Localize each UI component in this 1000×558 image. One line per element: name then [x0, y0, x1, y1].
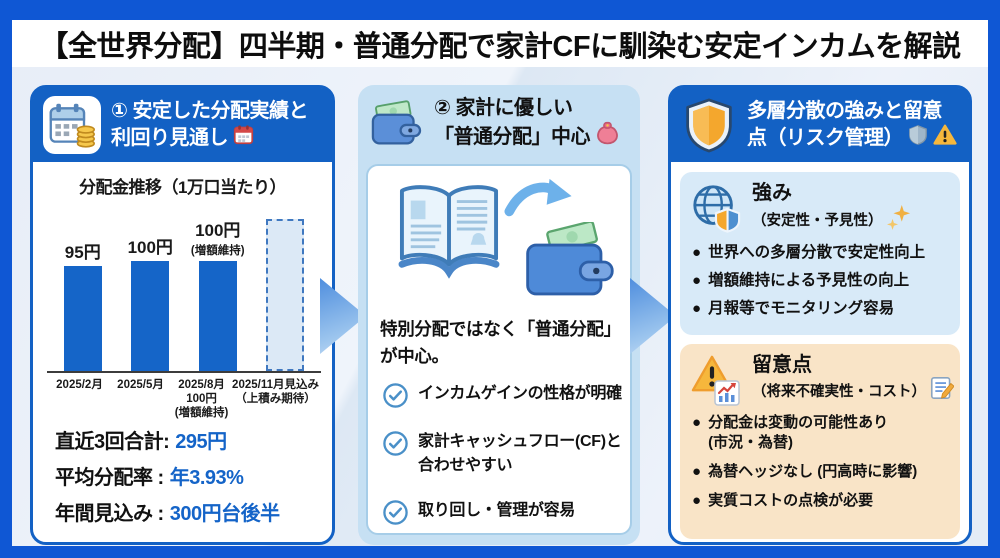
cautions-titles: 留意点 （将来不確実性・コスト） [752, 354, 955, 407]
x-label-may: 2025/5月 [117, 379, 164, 391]
bar-group-aug: 100円 (増額維持) [184, 216, 252, 371]
content-area: 【全世界分配】四半期・普通分配で家計CFに馴染む安定インカムを解説 [12, 20, 988, 546]
panel3-title-line2: 点（リスク管理） [747, 127, 904, 149]
globe-shield-icon [690, 182, 742, 234]
book-to-wallet-graphic [368, 176, 630, 308]
bar-2025-11-forecast [266, 219, 305, 371]
page-title: 【全世界分配】四半期・普通分配で家計CFに馴染む安定インカムを解説 [39, 30, 961, 63]
panel2-title: ② 家計に優しい 「普通分配」中心 [434, 95, 620, 152]
x-label-nov: 2025/11月見込み （上積み期待） [232, 379, 319, 405]
warning-icon [933, 124, 957, 153]
strengths-titles: 強み （安定性・予見性） [752, 182, 911, 237]
cautions-title: 留意点 [752, 354, 812, 376]
panel2-main-text: 特別分配ではなく「普通分配」が中心。 [380, 319, 621, 366]
bar-value-sublabel: (増額維持) [190, 245, 245, 257]
checklist-item: インカムゲインの性格が明確 [382, 382, 628, 409]
cautions-bullets: ●分配金は変動の可能性あり (市況・為替) ●為替ヘッジなし (円高時に影響) … [680, 409, 960, 511]
cautions-subtitle: （将来不確実性・コスト） [752, 376, 955, 407]
memo-icon [930, 376, 955, 407]
bar-group-feb: 95円 [49, 238, 117, 371]
panel1-title: ① 安定した分配実績と 利回り見通し [111, 98, 309, 152]
check-icon [383, 431, 408, 456]
panel-risk-management: 多層分散の強みと留意 点（リスク管理） [668, 85, 972, 545]
strengths-subtitle: （安定性・予見性） [752, 204, 911, 237]
chart-x-labels: 2025/2月 2025/5月 2025/8月 100円 (増額維持) 2025… [49, 378, 319, 420]
curved-arrow-icon [504, 176, 574, 227]
bar-2025-08 [198, 261, 237, 371]
panel2-header: ② 家計に優しい 「普通分配」中心 [358, 85, 640, 162]
mini-calendar-icon [233, 124, 254, 152]
panel2-title-line1: ② 家計に優しい [434, 97, 573, 119]
panel3-header: 多層分散の強みと留意 点（リスク管理） [671, 88, 969, 162]
x-label-aug: 2025/8月 100円 (増額維持) [174, 379, 229, 419]
chart-title: 分配金推移（1万口当たり） [79, 178, 286, 197]
panel1-title-line2: 利回り見通し [111, 127, 229, 149]
wallet-money-icon [522, 220, 616, 307]
calendar-coins-icon [43, 96, 101, 154]
panel1-header: ① 安定した分配実績と 利回り見通し [33, 88, 332, 162]
x-label-feb: 2025/2月 [56, 379, 103, 391]
mini-shield-icon [908, 124, 928, 153]
distribution-stats: 直近3回合計:295円 平均分配率 :年3.93% 年間見込み :300円台後半 [55, 425, 280, 526]
strength-item: ●月報等でモニタリング容易 [692, 300, 895, 317]
checklist-item: 取り回し・管理が容易 [382, 499, 628, 526]
strength-item: ●増額維持による予見性の向上 [692, 272, 910, 289]
bar-value-label: 100円 [195, 221, 241, 240]
caution-item: ●分配金は変動の可能性あり (市況・為替) [692, 414, 889, 451]
bar-group-nov-forecast [252, 219, 320, 371]
chart-up-icon [714, 380, 740, 406]
purse-icon [595, 121, 620, 152]
warning-chart-icon [690, 354, 742, 406]
bar-2025-05 [131, 261, 170, 371]
panel2-title-line2: 「普通分配」中心 [434, 125, 591, 148]
panel-distribution-record: ① 安定した分配実績と 利回り見通し [30, 85, 335, 545]
open-book-icon [390, 180, 508, 285]
panel2-body: 特別分配ではなく「普通分配」が中心。 インカムゲインの性格が明確 [366, 164, 632, 535]
check-icon [383, 500, 408, 525]
bar-group-may: 100円 [117, 233, 185, 371]
cautions-box: 留意点 （将来不確実性・コスト） [680, 344, 960, 539]
strengths-box: 強み （安定性・予見性） ●世界への多 [680, 172, 960, 335]
panel-ordinary-distribution: ② 家計に優しい 「普通分配」中心 [358, 85, 640, 545]
stat-total: 直近3回合計:295円 [55, 431, 227, 453]
strength-item: ●世界への多層分散で安定性向上 [692, 244, 926, 261]
wallet-icon [368, 96, 424, 152]
bar-value-label: 95円 [64, 243, 101, 262]
strengths-title: 強み [752, 182, 792, 204]
stat-avg-rate: 平均分配率 :年3.93% [55, 467, 244, 489]
bar-2025-02 [63, 266, 102, 371]
strengths-bullets: ●世界への多層分散で安定性向上 ●増額維持による予見性の向上 ●月報等でモニタリ… [680, 239, 960, 319]
check-icon [383, 383, 408, 408]
shield-icon [681, 97, 737, 153]
stat-annual-forecast: 年間見込み :300円台後半 [55, 503, 280, 525]
checklist-item: 家計キャッシュフロー(CF)と合わせやすい [382, 430, 628, 478]
caution-item: ●為替ヘッジなし (円高時に影響) [692, 463, 918, 480]
bar-value-label: 100円 [127, 238, 173, 257]
strengths-head: 強み （安定性・予見性） [680, 172, 960, 239]
title-bar: 【全世界分配】四半期・普通分配で家計CFに馴染む安定インカムを解説 [12, 20, 988, 67]
panel3-title: 多層分散の強みと留意 点（リスク管理） [747, 98, 957, 153]
bar-chart: 95円 100円 100円 (増額維持) [49, 193, 319, 371]
panel3-title-line1: 多層分散の強みと留意 [747, 99, 943, 122]
benefit-checklist: インカムゲインの性格が明確 家計キャッシュフロー(CF)と合わせやすい [382, 382, 628, 526]
sparkle-icon [886, 204, 911, 237]
chart-x-axis [47, 371, 321, 373]
cautions-head: 留意点 （将来不確実性・コスト） [680, 344, 960, 409]
caution-item: ●実質コストの点検が必要 [692, 492, 874, 509]
panel1-title-line1: ① 安定した分配実績と [111, 100, 309, 122]
